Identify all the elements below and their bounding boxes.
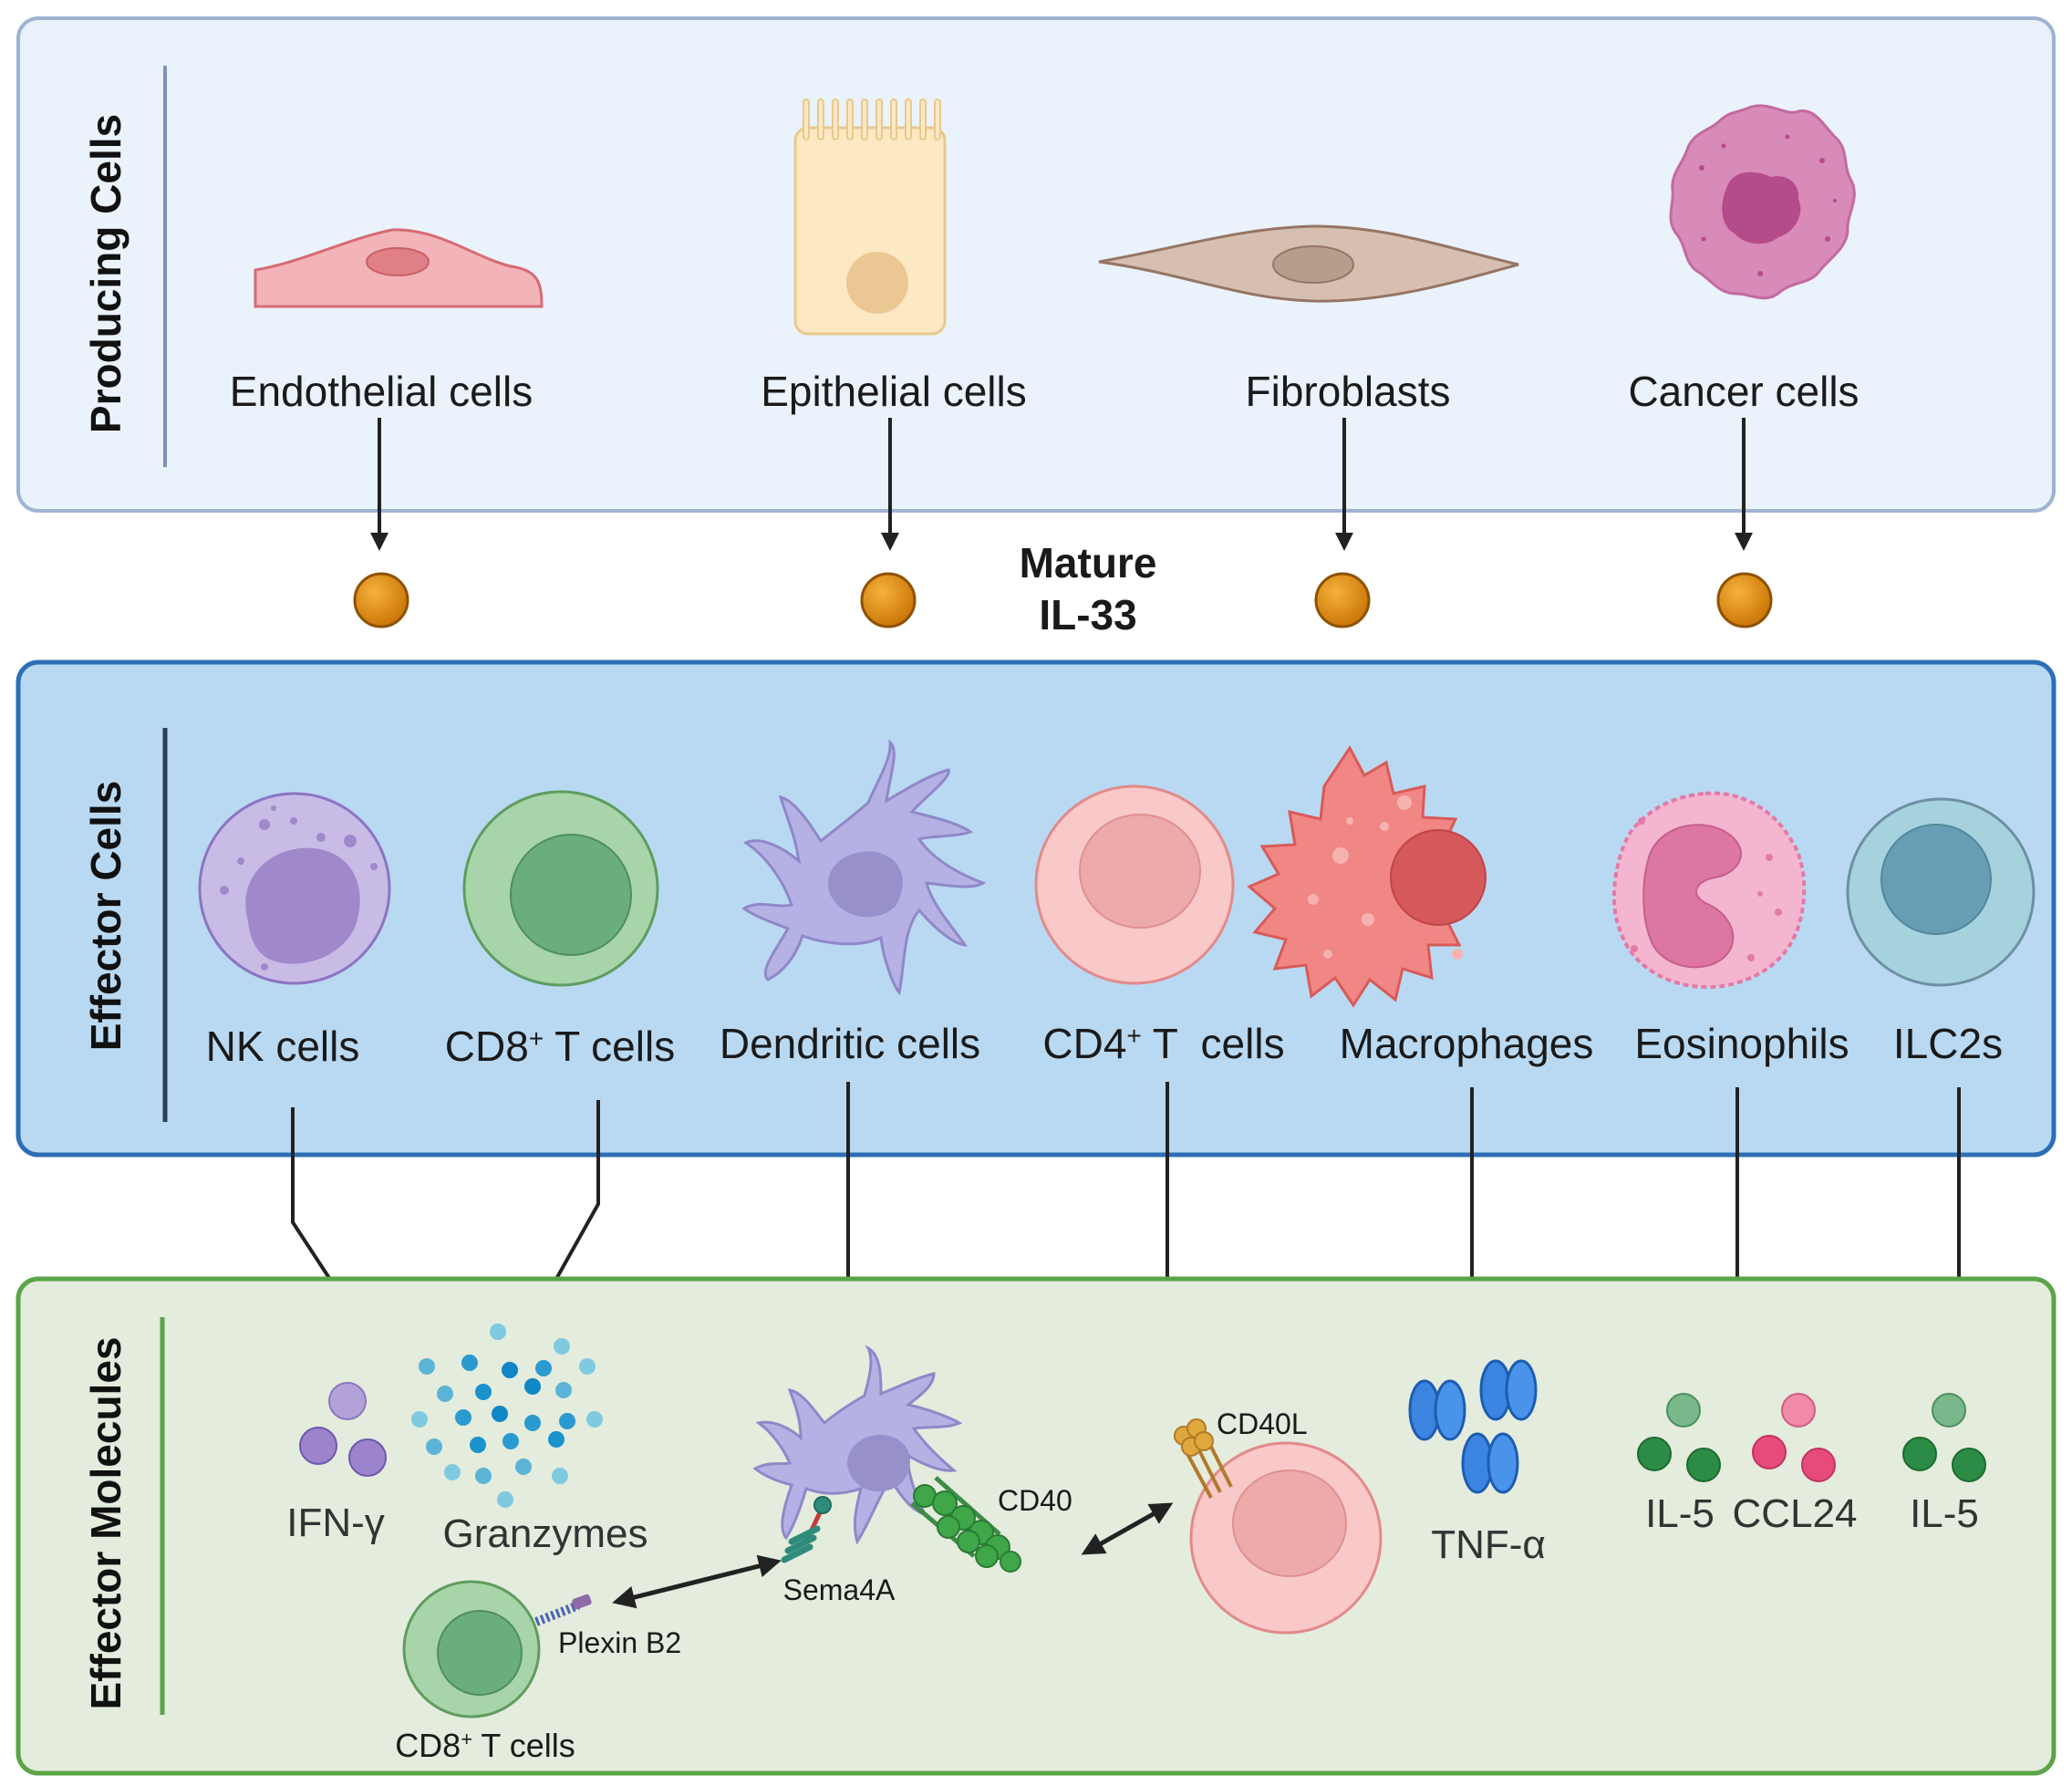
cd8-post: T cells: [544, 1023, 675, 1070]
producing-cells-panel: Producing Cells Endothelial cells Epithe…: [16, 16, 2056, 513]
nk-cells-label: NK cells: [206, 1023, 360, 1070]
eosinophils-label: Eosinophils: [1634, 1020, 1849, 1067]
cd40l-receptor-icon: [1174, 1418, 1233, 1499]
ifn-gamma-icon: [299, 1382, 387, 1477]
il33-label: IL-33: [1039, 591, 1136, 639]
endothelial-label: Endothelial cells: [230, 368, 533, 415]
plexin-b2-receptor-icon: [534, 1594, 592, 1626]
ilc2s-label: ILC2s: [1893, 1020, 2003, 1067]
macrophages-label: Macrophages: [1340, 1020, 1594, 1067]
cd4-pre: CD4: [1042, 1020, 1126, 1067]
effector-panel-box: [16, 659, 2056, 1158]
endothelial-cell-icon: [254, 228, 544, 308]
plexin-b2-label: Plexin B2: [558, 1626, 681, 1659]
ccl24-icon: [1752, 1393, 1836, 1482]
tnf-alpha-label: TNF-α: [1431, 1522, 1546, 1567]
cd4-post: T cells: [1142, 1020, 1285, 1067]
granzymes-icon: [411, 1324, 603, 1508]
cd8-pre: CD8: [445, 1023, 529, 1070]
nk-cell-icon: [198, 792, 391, 985]
cd8-bottom-pre: CD8: [395, 1727, 461, 1764]
arrow-cd8-sema4a: [612, 1554, 782, 1609]
cancer-cell-icon: [1669, 104, 1856, 300]
cd8-t-cell-icon: [462, 790, 659, 987]
effector-cells-panel: Effector Cells NK cells CD8+ T cells Den…: [16, 659, 2056, 1158]
producing-title: Producing Cells: [82, 114, 130, 433]
dendritic-cells-label: Dendritic cells: [720, 1020, 980, 1067]
il5-eosinophil-label: IL-5: [1645, 1491, 1715, 1536]
cd8-sup: +: [529, 1024, 544, 1053]
effector-molecules-panel: Effector Molecules IFN-γ Granzymes: [16, 1276, 2056, 1776]
tnf-alpha-icon: [1408, 1359, 1538, 1494]
producing-panel-box: [16, 16, 2056, 513]
cd40l-label: CD40L: [1217, 1407, 1308, 1440]
fibroblast-icon: [1098, 224, 1519, 303]
mature-label: Mature: [1020, 539, 1157, 587]
il5-ilc2-label: IL-5: [1910, 1491, 1979, 1536]
dendritic-cell-small-icon: [752, 1345, 963, 1545]
cd40-label: CD40: [998, 1484, 1072, 1517]
effector-cells-title: Effector Cells: [82, 781, 130, 1052]
il33-molecule-icon: [353, 572, 1773, 628]
cd8-bottom-sup: +: [461, 1728, 472, 1750]
ccl24-label: CCL24: [1733, 1491, 1858, 1536]
cd4-t-cell-small-icon: [1189, 1441, 1383, 1635]
dendritic-cell-icon: [741, 739, 987, 996]
cd8-bottom-post: T cells: [472, 1727, 575, 1764]
sema4a-label: Sema4A: [783, 1573, 896, 1606]
cd8-t-cells-bottom-label: CD8+ T cells: [395, 1727, 575, 1764]
cd8-t-cell-small-icon: [402, 1580, 541, 1719]
sema4a-receptor-icon: [781, 1496, 832, 1563]
granzymes-label: Granzymes: [443, 1511, 648, 1556]
ilc2-icon: [1846, 797, 2036, 987]
cd40-receptor-icon: [910, 1476, 1021, 1573]
arrow-cd40-cd40l: [1081, 1502, 1174, 1555]
cd4-t-cells-label: CD4+ T cells: [1042, 1020, 1284, 1067]
cd4-sup: +: [1126, 1022, 1141, 1050]
cd4-t-cell-icon: [1034, 784, 1235, 985]
il5-ilc2-icon: [1902, 1393, 1986, 1482]
il5-eosinophil-icon: [1637, 1393, 1721, 1482]
cancer-cells-label: Cancer cells: [1628, 368, 1859, 415]
epithelial-cell-icon: [793, 99, 947, 336]
epithelial-label: Epithelial cells: [761, 368, 1026, 415]
ifn-gamma-label: IFN-γ: [286, 1500, 385, 1545]
eosinophil-icon: [1611, 791, 1807, 990]
fibroblasts-label: Fibroblasts: [1246, 368, 1451, 415]
macrophage-icon: [1247, 745, 1487, 1008]
effector-molecules-title: Effector Molecules: [82, 1337, 130, 1710]
cd8-t-cells-label: CD8+ T cells: [445, 1023, 675, 1070]
